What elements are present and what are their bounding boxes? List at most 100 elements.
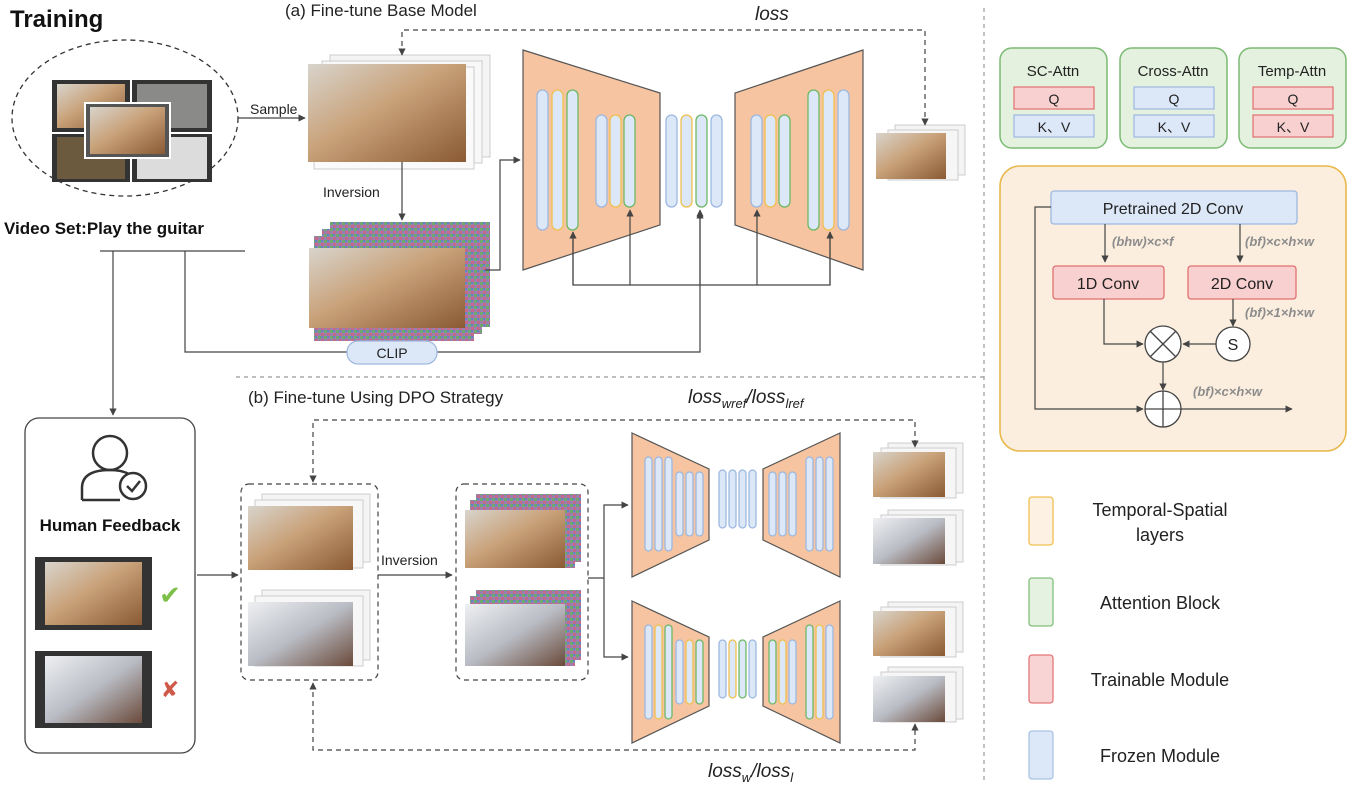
- layer-bar: [837, 89, 850, 231]
- layer-bar: [664, 624, 673, 720]
- sampled-video-stack: [308, 54, 491, 170]
- clip-path: [184, 211, 704, 353]
- layer-bar: [695, 471, 704, 537]
- section-b-loss-bottom: lossw/lossl: [708, 761, 794, 785]
- attn-q-label: Q: [1169, 91, 1180, 107]
- layer-bar: [644, 624, 653, 720]
- layer-bar: [623, 114, 636, 208]
- layer-bar: [750, 114, 763, 208]
- layer-bar: [695, 114, 708, 208]
- layer-bar: [825, 456, 834, 552]
- legend-label: Attention Block: [1100, 593, 1221, 613]
- dpo-loss-loop-top: [309, 419, 919, 483]
- legend-label-line2: layers: [1136, 525, 1184, 545]
- legend-label: Frozen Module: [1100, 746, 1220, 766]
- training-title: Training: [10, 6, 103, 33]
- layer-bar: [685, 471, 694, 537]
- conv-panel: [999, 165, 1347, 452]
- attn-box-title: Cross-Attn: [1138, 63, 1209, 80]
- attn-q-box: [1013, 86, 1095, 110]
- user-check-icon: [80, 434, 148, 502]
- layer-bar: [695, 639, 704, 705]
- legend-swatch: [1028, 730, 1054, 780]
- unet-reference-layer-bars: [644, 456, 834, 552]
- video-set-ellipse: [11, 39, 239, 197]
- layer-bar: [768, 471, 777, 537]
- loss-loop-a: [398, 29, 929, 126]
- section-b-title: (b) Fine-tune Using DPO Strategy: [248, 388, 504, 407]
- clip-label: CLIP: [376, 345, 407, 361]
- layer-bar: [778, 639, 787, 705]
- attn-kv-label: K、V: [1158, 119, 1191, 135]
- shape-left-label: (bhw)×c×f: [1112, 234, 1175, 249]
- dpo-output-stack-4: [873, 666, 964, 723]
- layer-bar: [718, 469, 727, 529]
- layer-bar: [807, 89, 820, 231]
- layer-bar: [738, 469, 747, 529]
- layer-bar: [805, 456, 814, 552]
- shape-s-label: (bf)×1×h×w: [1245, 305, 1315, 320]
- legend-label: Temporal-Spatial: [1092, 500, 1227, 520]
- legend-swatch: [1028, 496, 1054, 546]
- layer-bar: [738, 639, 747, 699]
- layer-bar: [654, 456, 663, 552]
- dpo-output-stack-1: [873, 442, 964, 499]
- sample-label: Sample: [250, 101, 298, 117]
- dpo-input-win-stack: [248, 493, 371, 570]
- attn-box-title: SC-Attn: [1027, 63, 1080, 80]
- layer-bar: [815, 624, 824, 720]
- shape-out-label: (bf)×c×h×w: [1193, 384, 1263, 399]
- layer-bar: [536, 89, 549, 231]
- layer-bar: [654, 624, 663, 720]
- layer-bar: [778, 114, 791, 208]
- layer-bar: [551, 89, 564, 231]
- layer-bar: [680, 114, 693, 208]
- s-label: S: [1228, 337, 1239, 354]
- attn-q-label: Q: [1049, 91, 1060, 107]
- section-a-loss: loss: [755, 4, 789, 25]
- split-arrow-top: [588, 501, 629, 579]
- layer-bar: [566, 89, 579, 231]
- shape-right-label: (bf)×c×h×w: [1245, 234, 1315, 249]
- layer-bar: [815, 456, 824, 552]
- attn-q-box: [1252, 86, 1334, 110]
- layer-bar: [728, 639, 737, 699]
- layer-bar: [675, 471, 684, 537]
- dpo-input-lose-stack: [248, 589, 371, 667]
- layer-bar: [664, 456, 673, 552]
- output-video-stack-a: [876, 124, 966, 181]
- layer-bar: [778, 471, 787, 537]
- layer-bar: [609, 114, 622, 208]
- legend-swatch: [1028, 654, 1054, 704]
- layer-bar: [685, 639, 694, 705]
- layer-bar: [768, 639, 777, 705]
- inversion-label-b: Inversion: [381, 552, 438, 568]
- layer-bar: [805, 624, 814, 720]
- conv2d-label: 2D Conv: [1211, 276, 1273, 293]
- dpo-output-stack-2: [873, 509, 964, 566]
- layer-bar: [718, 639, 727, 699]
- split-arrow-bottom: [603, 578, 629, 661]
- layer-bar: [665, 114, 678, 208]
- dpo-noisy-win-stack: [465, 494, 581, 568]
- noisy-to-unet-arrow: [485, 156, 521, 271]
- multiply-node-icon: [1144, 325, 1182, 363]
- attn-q-box: [1133, 86, 1215, 110]
- add-node-icon: [1144, 390, 1182, 428]
- section-a-title: (a) Fine-tune Base Model: [285, 1, 477, 20]
- attn-kv-box: [1133, 114, 1215, 138]
- noisy-video-stack-a: [309, 222, 490, 341]
- conv1d-box: [1052, 265, 1165, 300]
- attn-kv-box: [1252, 114, 1334, 138]
- check-mark-icon: ✔: [159, 580, 181, 610]
- dpo-output-stack-3: [873, 601, 964, 658]
- layer-bar: [748, 469, 757, 529]
- clip-box: [346, 340, 438, 365]
- legend-swatch: [1028, 577, 1054, 627]
- layer-bar: [788, 639, 797, 705]
- layer-bar: [788, 471, 797, 537]
- attn-kv-label: K、V: [1038, 119, 1071, 135]
- layer-bar: [595, 114, 608, 208]
